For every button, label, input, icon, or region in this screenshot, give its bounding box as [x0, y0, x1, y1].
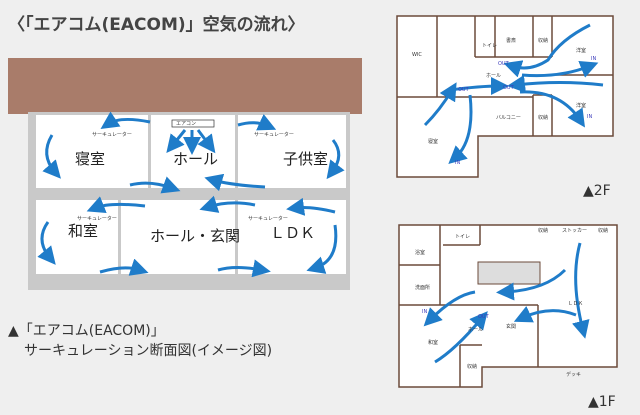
- plan-label: 玄関: [506, 324, 517, 330]
- in-label: IN: [591, 56, 597, 62]
- plan-label: 書斎: [506, 38, 517, 44]
- plan-label: 洋室: [576, 48, 587, 54]
- roof: [8, 58, 362, 114]
- plan-label: デッキ: [566, 372, 582, 378]
- room-label: 和室: [68, 222, 99, 240]
- plan-label: 和室: [428, 340, 439, 346]
- caption-line1: ▲「エアコム(EACOM)」: [8, 323, 165, 339]
- circulator-label: サーキュレーター: [254, 132, 294, 138]
- caption-line2: サーキュレーション断面図(イメージ図): [24, 343, 273, 359]
- plan-label: 寝室: [428, 139, 439, 145]
- floorplan-1f: [398, 224, 618, 388]
- plan-label: 収納: [538, 115, 549, 121]
- out-label: OUT: [503, 85, 514, 91]
- out-label: OUT: [498, 61, 509, 67]
- plan-label: ＬＤＫ: [568, 301, 584, 307]
- in-label: IN: [587, 114, 593, 120]
- section-diagram: [8, 58, 362, 290]
- floor-label-1f: ▲1F: [588, 394, 616, 410]
- room-label: ホール・玄関: [150, 227, 241, 245]
- plan-label: トイレ: [455, 234, 471, 240]
- plan-label: トイレ: [482, 43, 498, 49]
- out-label: OUT: [478, 314, 489, 320]
- plan-label: ストッカー: [562, 228, 588, 234]
- plan-label: 収納: [538, 228, 549, 234]
- aircon-label: エアコン: [176, 121, 197, 127]
- room-label: 寝室: [75, 150, 106, 168]
- plan-label: 洗面所: [415, 285, 431, 291]
- airflow-arrows: [37, 111, 345, 278]
- plan-label: ホール: [468, 327, 484, 333]
- room-label: 子供室: [283, 150, 329, 168]
- floorplan-2f: [396, 15, 614, 178]
- circulator-label: サーキュレーター: [77, 216, 117, 222]
- room-label: ホール: [173, 150, 219, 168]
- page-title: 〈「エアコム(EACOM)」空気の流れ〉: [8, 15, 305, 35]
- floor-label-2f: ▲2F: [583, 183, 611, 199]
- in-label: IN: [455, 160, 461, 166]
- plan-label: WIC: [412, 52, 422, 58]
- in-label: IN: [422, 309, 428, 315]
- plan-label: ホール: [486, 73, 502, 79]
- plan-label: 洋室: [576, 103, 587, 109]
- plan-airflow-arrows: [423, 23, 604, 364]
- plan-label: 収納: [538, 38, 549, 44]
- room-label: ＬＤＫ: [270, 224, 316, 242]
- aircon: [171, 119, 215, 128]
- circulator-label: サーキュレーター: [92, 132, 132, 138]
- plan-label: バルコニー: [496, 115, 521, 121]
- circulator-label: サーキュレーター: [248, 216, 288, 222]
- plan-label: 浴室: [415, 250, 426, 256]
- plan-label: 収納: [467, 364, 478, 370]
- plan-label: 収納: [598, 228, 609, 234]
- out-label: OUT: [458, 87, 469, 93]
